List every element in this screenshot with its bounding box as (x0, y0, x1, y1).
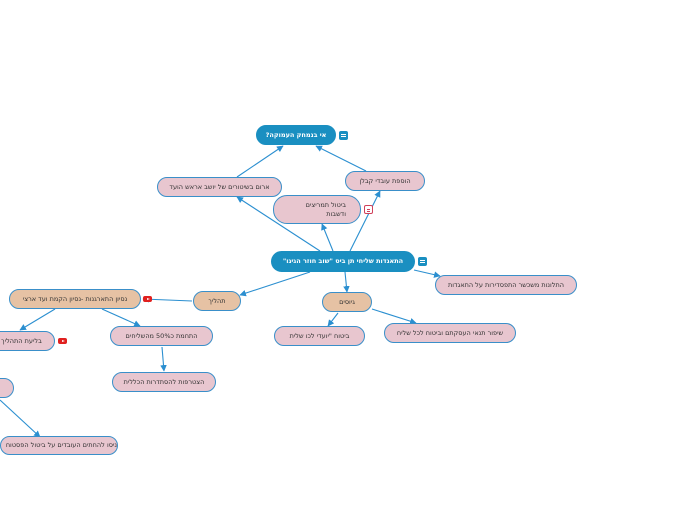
edge-root-strike-announce (236, 196, 321, 252)
root-node[interactable]: התאגדות שליחי תן ביס "שוב חוזר הגיגו" (271, 251, 415, 272)
edge-root-complaints (413, 269, 441, 278)
edge-root-add-workers (349, 190, 381, 252)
failed-node[interactable]: בליעת התהליך (0, 331, 55, 351)
edge-add-workers-top (315, 145, 367, 172)
strike-announce-node[interactable]: ארום בשיטורים של יושב אראש הועד (157, 177, 282, 197)
edge-root-goals (343, 271, 350, 293)
improve-node[interactable]: שיפור תנאי העסקתם וביטוח לכל שליח (384, 323, 516, 343)
youtube-icon[interactable] (143, 296, 152, 302)
note-icon-red[interactable] (364, 205, 373, 214)
edge-achieved-managers (160, 346, 167, 372)
strike-events-node[interactable]: ביטול תמריצים ודשבות (273, 195, 361, 224)
edge-left-claim (0, 399, 41, 438)
youtube-icon[interactable] (58, 338, 67, 344)
edge-strike-announce-top (236, 145, 284, 178)
edge-goals-improve (371, 308, 417, 325)
process-node[interactable]: תהליך (193, 291, 241, 311)
add-workers-node[interactable]: הוספת עובדי קבלן (345, 171, 425, 191)
edge-root-strike-events (321, 223, 334, 252)
note-icon[interactable] (339, 131, 348, 140)
managers-node[interactable]: הצטרפות להסתדרות הכללית (112, 372, 216, 392)
hope-node[interactable]: ביטוח "יועדי לכו שלית (274, 326, 365, 346)
offscreen-left-node[interactable] (0, 378, 14, 398)
claim-node[interactable]: ניסו להחתים העובדים על ביטול הפסטוח (0, 436, 118, 455)
attempt-node[interactable]: נסיון התארגנות -נסיון הקמת ועד ארצי (9, 289, 141, 309)
achieved-node[interactable]: התחמת כ50% מהשליחים (110, 326, 213, 346)
edge-root-process (239, 271, 311, 297)
edge-attempt-failed (19, 308, 56, 331)
complaints-node[interactable]: התלונות משכשר התפסדירות על התאגדות (435, 275, 577, 295)
note-icon[interactable] (418, 257, 427, 266)
edge-attempt-achieved (101, 308, 141, 327)
goals-node[interactable]: גיוסים (322, 292, 372, 312)
edge-goals-hope (327, 312, 339, 327)
top-question-node[interactable]: אי בנמחק העמוקה? (256, 125, 336, 145)
